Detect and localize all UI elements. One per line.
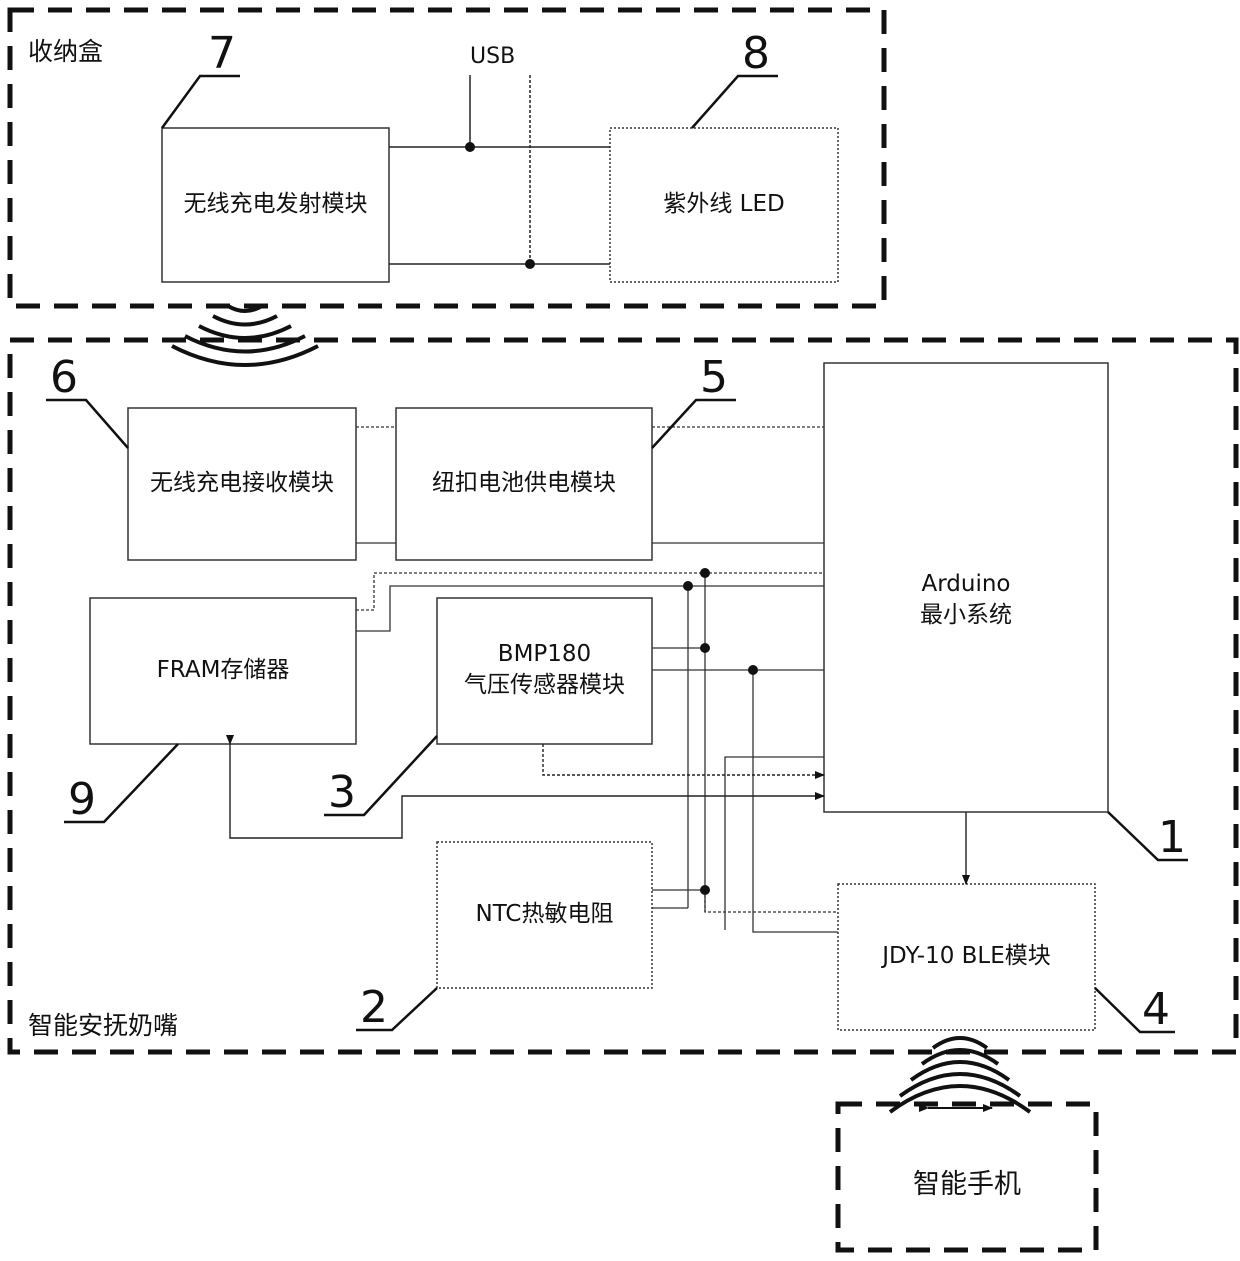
arduino-label-line1: Arduino [921,569,1010,600]
fram-bus-2 [356,586,824,631]
ntc-to-arduino [725,757,824,930]
callout-8: 8 [742,28,770,79]
node-705-648 [700,643,710,653]
callout-leader-5 [652,400,736,448]
coin-battery-label: 纽扣电池供电模块 [396,408,652,560]
bmp180-label: BMP180 气压传感器模块 [437,632,652,708]
ble-bus-2 [753,670,838,932]
callout-leader-6 [46,400,128,448]
storage-box-label: 收纳盒 [28,32,103,68]
bmp180-label-line2: 气压传感器模块 [464,670,625,701]
wireless-charge-waves [172,306,318,365]
callout-3: 3 [328,767,356,818]
callout-4: 4 [1142,984,1170,1035]
smartphone-label: 智能手机 [844,1150,1090,1220]
node-705-890 [700,885,710,895]
ble-signal-waves [890,1038,1030,1112]
pacifier-label: 智能安抚奶嘴 [28,1006,178,1042]
ble-label: JDY-10 BLE模块 [838,884,1095,1030]
arduino-label-line2: 最小系统 [920,600,1012,631]
wireless-rx-label: 无线充电接收模块 [128,408,356,560]
usb-node-2 [525,259,535,269]
wireless-tx-label: 无线充电发射模块 [162,128,389,282]
callout-1: 1 [1158,812,1186,863]
fram-arrow [230,744,824,838]
node-688-586 [683,581,693,591]
arduino-label: Arduino 最小系统 [824,560,1108,640]
usb-node-1 [465,142,475,152]
ntc-label: NTC热敏电阻 [437,842,652,988]
node-753-670 [748,665,758,675]
callout-leader-7 [162,76,240,128]
callout-2: 2 [360,982,388,1033]
fram-label: FRAM存储器 [90,598,356,744]
node-705-573 [700,568,710,578]
callout-5: 5 [700,352,728,403]
fram-bus-1 [356,573,824,610]
callout-leader-8 [692,76,778,128]
uv-led-label: 紫外线 LED [610,128,838,282]
bmp180-label-line1: BMP180 [498,639,591,670]
bmp-signal-arrow [543,744,824,775]
callout-9: 9 [68,774,96,825]
callout-7: 7 [208,28,236,79]
usb-label: USB [470,44,515,69]
callout-6: 6 [50,352,78,403]
